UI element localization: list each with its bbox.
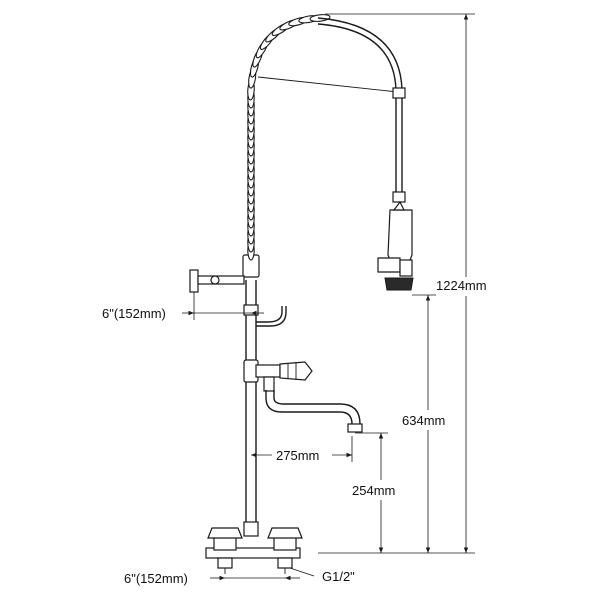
callout-inlet-thread: G1/2": [289, 567, 355, 584]
swing-spout: [265, 390, 363, 433]
dim-label-spout-height: 254mm: [352, 483, 395, 498]
dim-total-height: 1224mm: [318, 13, 487, 554]
dim-spout-height: 254mm: [352, 432, 395, 553]
spray-hook: [256, 306, 287, 327]
dim-label-spray-height: 634mm: [402, 413, 445, 428]
spring-coil-icon: [247, 14, 331, 261]
dim-spout-reach: 275mm: [251, 436, 353, 463]
dim-label-spout-reach: 275mm: [276, 448, 319, 463]
dim-inlet-centers: 6"(152mm): [124, 571, 300, 586]
cross-handle-icon: [205, 527, 303, 574]
wall-bracket: [189, 269, 245, 293]
dim-label-wall-bracket: 6"(152mm): [102, 306, 166, 321]
dim-spray-height: 634mm: [402, 294, 445, 553]
spout-valve: [255, 361, 313, 392]
dim-wall-bracket-offset: 6"(152mm): [102, 292, 264, 321]
spray-hose: [257, 17, 406, 203]
dim-label-inlet-centers: 6"(152mm): [124, 571, 188, 586]
riser-pipe: [242, 254, 260, 537]
dim-label-total-height: 1224mm: [436, 278, 487, 293]
callout-label-inlet-thread: G1/2": [322, 569, 355, 584]
spray-valve-icon: [377, 200, 414, 291]
